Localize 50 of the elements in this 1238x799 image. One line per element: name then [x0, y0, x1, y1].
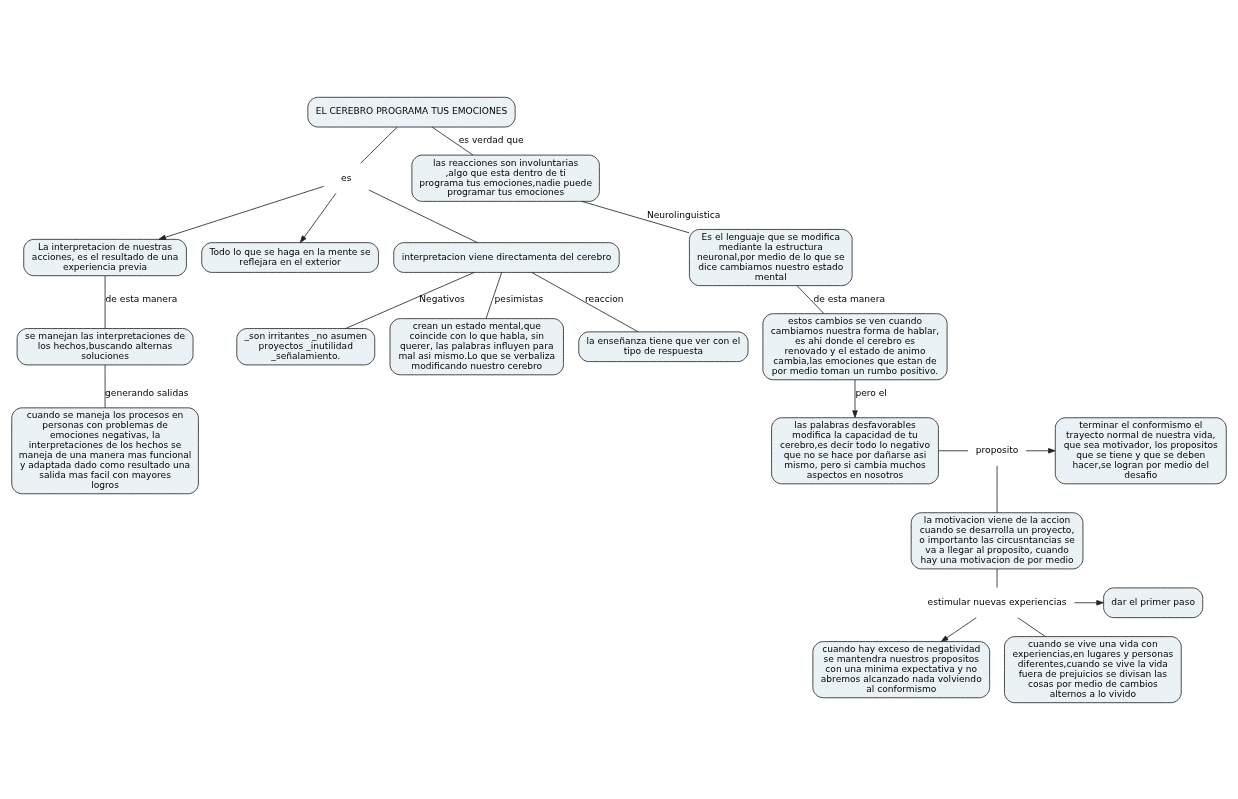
connector	[485, 271, 503, 319]
node-box: la motivacion viene de la accion cuando se desarrolla un proyecto, o importanto las circusntancias se va a llegar al proposito, cuando hay una motivacion de por medio	[910, 511, 1084, 569]
node-box: la enseñanza tiene que ver con el tipo de respuesta	[578, 330, 749, 362]
edge-label: reaccion	[585, 293, 624, 304]
connector	[431, 126, 474, 155]
arrow	[940, 616, 977, 642]
connector	[104, 274, 106, 329]
edge-label: Neurolinguistica	[646, 209, 721, 220]
node-box: Todo lo que se haga en la mente se reflejara en el exterior	[201, 241, 379, 273]
node-box: cuando hay exceso de negatividad se mantendra nuestros propositos con una minima expectativa y no abremos alcanzado nada volviendo al conformismo	[812, 640, 991, 698]
node-box: _son irritantes _no asumen proyectos _inutilidad _señalamiento.	[236, 327, 376, 365]
node-box: terminar el conformismo el trayecto normal de nuestra vida, que sea motivador, los propositos que se tiene y que se deben hacer,se logran por medio del desafio	[1054, 416, 1227, 484]
node-box: estos cambios se ven cuando cambiamos nuestra forma de hablar, es ahi donde el cerebro es renovado y el estado de animo cambia,las emociones que estan de por medio toman un rumbo positivo.	[762, 312, 948, 380]
node-box: EL CEREBRO PROGRAMA TUS EMOCIONES	[307, 96, 516, 127]
connector	[938, 449, 969, 451]
connector	[104, 364, 106, 408]
node-box: las palabras desfavorables modifica la capacidad de tu cerebro,es decir todo lo negativo que no se hace por dañarse asi mismo, pero si cambia muchos aspectos en nosotros	[771, 416, 939, 484]
edge-label: Negativos	[419, 293, 465, 304]
node-box: Es el lenguaje que se modifica mediante la estructura neuronal,por medio de lo que se dice cambiamos nuestro estado mental	[689, 228, 853, 286]
edge-label: pero el	[855, 387, 887, 398]
edge-label: generando salidas	[105, 387, 189, 398]
edge-label: es verdad que	[458, 134, 524, 145]
edge-label: de esta manera	[105, 293, 178, 304]
node-box: se manejan las interpretaciones de los hechos,buscando alternas soluciones	[16, 327, 194, 365]
edge-label: de esta manera	[813, 293, 886, 304]
connector	[581, 200, 690, 233]
connector	[345, 271, 475, 329]
connector	[531, 271, 639, 332]
edge-label: pesimistas	[494, 293, 544, 304]
node-text: es	[341, 172, 352, 183]
connector	[996, 568, 998, 588]
node-box: interpretacion viene directamenta del cerebro	[393, 241, 620, 273]
node-text: estimular nuevas experiencias	[927, 596, 1067, 607]
node-box: La interpretacion de nuestras acciones, es el resultado de una experiencia previa	[23, 238, 187, 276]
arrow	[158, 185, 325, 240]
connector	[360, 126, 398, 164]
arrow	[852, 379, 858, 418]
connector	[796, 284, 825, 314]
connector	[368, 189, 478, 243]
arrow	[299, 192, 337, 243]
node-box: dar el primer paso	[1103, 586, 1204, 618]
node-box: crean un estado mental,que coincide con lo que habla, sin querer, las palabras influyen para mal asi mismo.Lo que se verbaliza modificando nuestro cerebro	[389, 317, 564, 375]
node-box: cuando se vive una vida con experiencias,en lugares y personas diferentes,cuando se vive la vida fuera de prejuicios se divisan las cosas por medio de cambios alternos a lo vivido	[1004, 635, 1182, 703]
node-box: las reacciones son involuntarias ,algo que esta dentro de ti programa tus emociones,nadie puede programar tus emociones	[411, 154, 600, 202]
node-box: cuando se maneja los procesos en personas con problemas de emociones negativas, la interpretaciones de los hechos se maneja de una manera mas funcional y adaptada dado como resultado una salida mas facil con mayores logros	[11, 406, 199, 494]
arrow	[1074, 599, 1104, 605]
connector	[1017, 616, 1046, 637]
node-text: proposito	[975, 444, 1019, 455]
connector	[996, 464, 998, 513]
arrow	[1025, 447, 1056, 454]
